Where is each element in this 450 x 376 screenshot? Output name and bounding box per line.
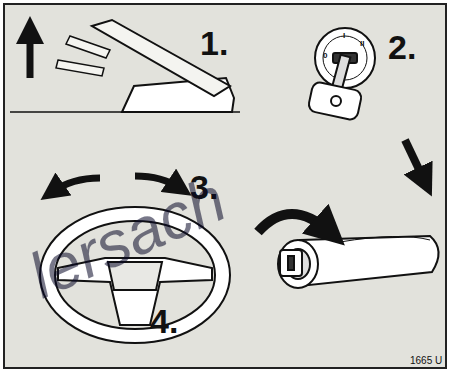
panel-frame — [4, 4, 446, 368]
remove-arrow — [405, 140, 425, 182]
step-number: 4. — [150, 304, 178, 338]
figure-number: 1665 U — [410, 356, 442, 366]
step-number: 1. — [200, 26, 228, 60]
switch-position: 0 — [323, 52, 327, 60]
step-number: 2. — [388, 30, 416, 64]
steering-lock — [278, 236, 439, 288]
handbrake-lever — [10, 20, 240, 112]
ignition-key — [307, 55, 362, 121]
turn-arrow-left — [52, 178, 100, 192]
ignition-lock — [315, 28, 375, 88]
pull-arrow — [27, 30, 34, 78]
switch-position: II — [360, 40, 364, 48]
lock-arrow — [258, 214, 330, 232]
switch-position: I — [343, 32, 345, 40]
